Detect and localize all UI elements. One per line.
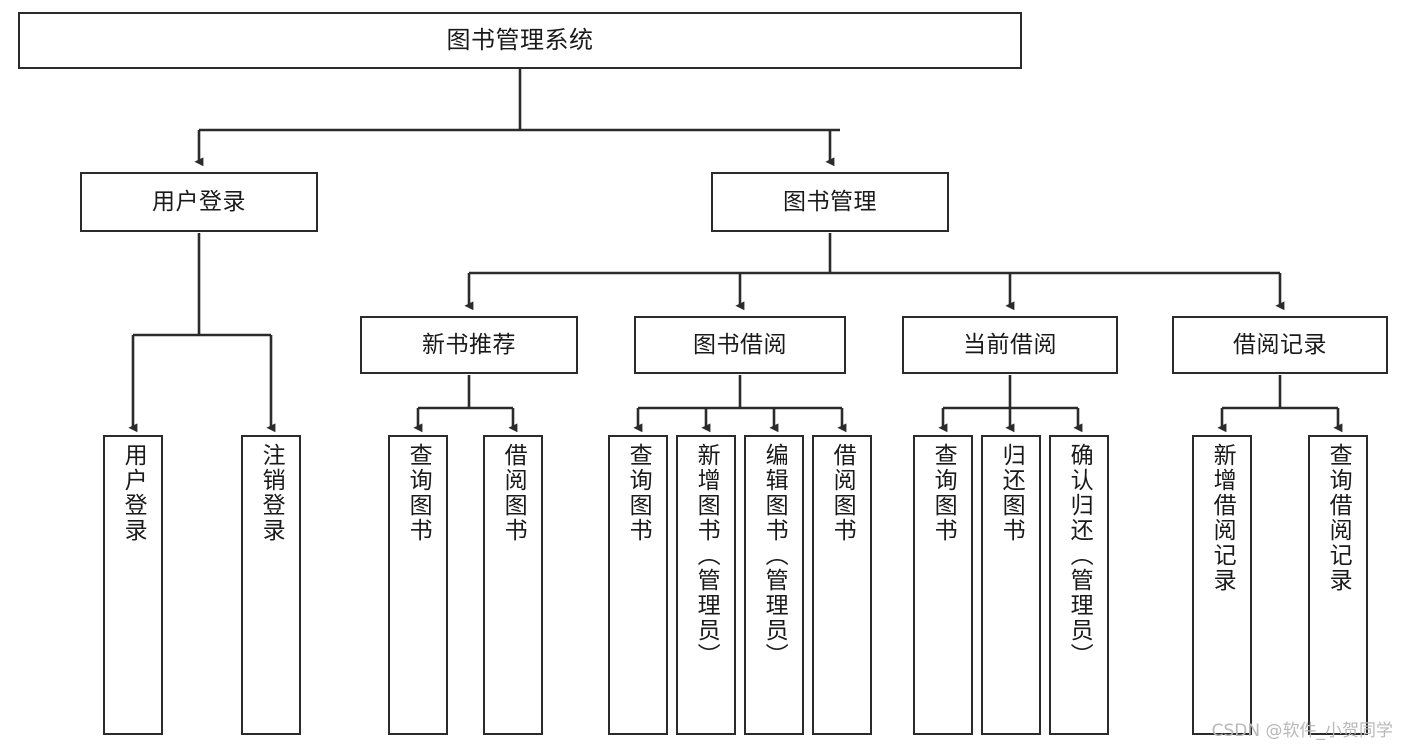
node-leaf-recommend-query-book-label: 查询图书	[405, 443, 432, 543]
node-leaf-user-logout[interactable]: 注销登录	[241, 435, 301, 735]
node-leaf-recommend-borrow-book[interactable]: 借阅图书	[483, 435, 543, 735]
node-leaf-user-logout-label: 注销登录	[258, 443, 285, 543]
node-leaf-borrow-edit-book-label: 编辑图书（管理员）	[761, 443, 788, 668]
node-root-book-management-system[interactable]: 图书管理系统	[18, 12, 1022, 69]
node-leaf-recommend-borrow-book-label: 借阅图书	[500, 443, 527, 543]
node-leaf-borrow-query-book-label: 查询图书	[625, 443, 652, 543]
node-borrow-record[interactable]: 借阅记录	[1172, 316, 1388, 374]
node-leaf-current-confirm-return[interactable]: 确认归还（管理员）	[1049, 435, 1109, 735]
node-leaf-record-search-label: 查询借阅记录	[1325, 443, 1352, 593]
node-leaf-recommend-query-book[interactable]: 查询图书	[388, 435, 448, 735]
node-leaf-current-query-book-label: 查询图书	[930, 443, 957, 543]
node-leaf-borrow-edit-book[interactable]: 编辑图书（管理员）	[744, 435, 804, 735]
node-leaf-record-search[interactable]: 查询借阅记录	[1308, 435, 1368, 735]
node-root-label: 图书管理系统	[446, 25, 594, 54]
node-leaf-borrow-lend-book-label: 借阅图书	[829, 443, 856, 543]
node-current-borrow-label: 当前借阅	[963, 331, 1057, 358]
node-current-borrow[interactable]: 当前借阅	[902, 316, 1118, 374]
node-new-book-recommend[interactable]: 新书推荐	[360, 316, 578, 374]
node-leaf-borrow-query-book[interactable]: 查询图书	[608, 435, 668, 735]
node-leaf-borrow-add-book-label: 新增图书（管理员）	[693, 443, 720, 668]
node-book-management[interactable]: 图书管理	[711, 172, 949, 232]
node-leaf-borrow-lend-book[interactable]: 借阅图书	[812, 435, 872, 735]
node-borrow-record-label: 借阅记录	[1233, 331, 1327, 358]
node-leaf-record-add[interactable]: 新增借阅记录	[1192, 435, 1252, 735]
node-user-login-label: 用户登录	[152, 188, 246, 215]
node-leaf-current-query-book[interactable]: 查询图书	[913, 435, 973, 735]
node-leaf-user-login[interactable]: 用户登录	[103, 435, 163, 735]
node-leaf-user-login-label: 用户登录	[120, 443, 147, 543]
node-book-borrow[interactable]: 图书借阅	[634, 316, 846, 374]
node-leaf-current-return-book-label: 归还图书	[998, 443, 1025, 543]
node-user-login[interactable]: 用户登录	[80, 172, 318, 232]
node-new-book-recommend-label: 新书推荐	[422, 331, 516, 358]
csdn-watermark: CSDN @软件_小贺同学	[1211, 721, 1393, 741]
node-book-management-label: 图书管理	[783, 188, 877, 215]
node-book-borrow-label: 图书借阅	[693, 331, 787, 358]
node-leaf-record-add-label: 新增借阅记录	[1209, 443, 1236, 593]
node-leaf-current-return-book[interactable]: 归还图书	[981, 435, 1041, 735]
node-leaf-borrow-add-book[interactable]: 新增图书（管理员）	[676, 435, 736, 735]
node-leaf-current-confirm-return-label: 确认归还（管理员）	[1066, 443, 1093, 668]
